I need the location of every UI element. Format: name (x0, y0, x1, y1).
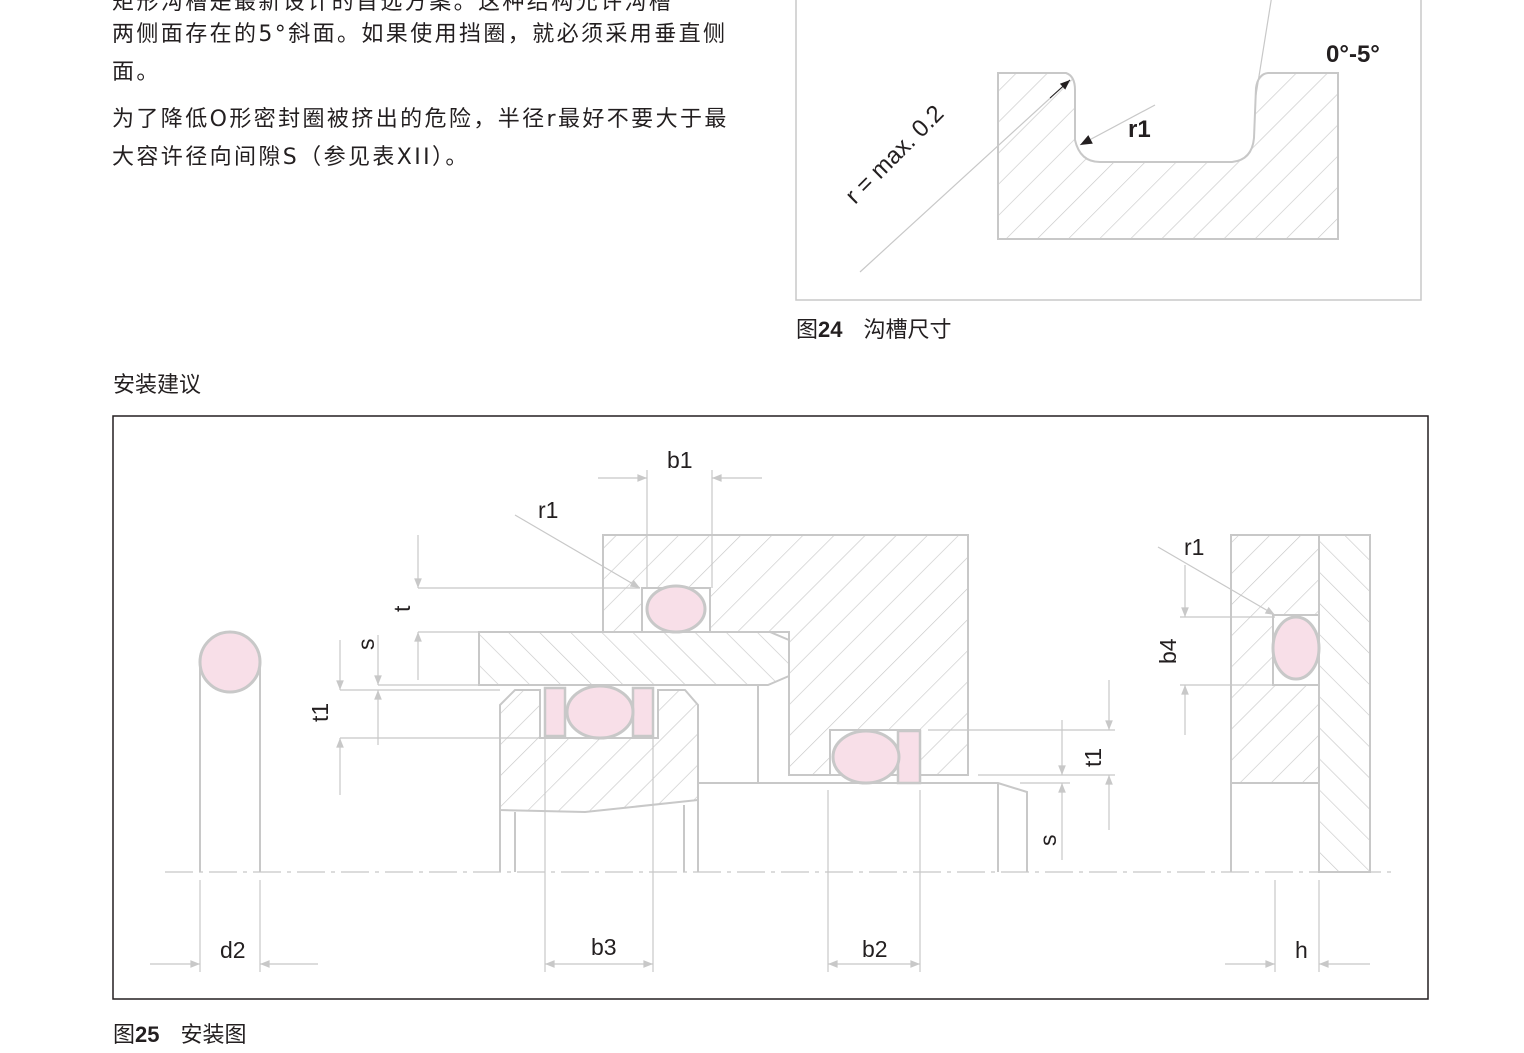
piston-section (499, 689, 699, 814)
paragraph-line-cut: 矩形沟槽是最新设计的首选方案。这种结构允许沟槽 (112, 0, 674, 15)
label-b1: b1 (667, 447, 693, 473)
label-r1-right: r1 (1184, 534, 1204, 560)
backup-ring (543, 686, 567, 738)
label-r-max: r = max. 0.2 (840, 100, 949, 209)
label-t: t (389, 605, 415, 612)
label-angle: 0°-5° (1326, 41, 1380, 68)
backup-ring (631, 686, 655, 738)
caption-number: 25 (135, 1022, 160, 1047)
seal-housing (645, 584, 707, 634)
figure-25-caption: 图25 安装图 (113, 1017, 247, 1049)
seal-shaft (831, 729, 901, 785)
oring-section (198, 630, 262, 694)
caption-prefix: 图 (113, 1023, 136, 1048)
label-h: h (1295, 937, 1308, 963)
r1-leader (514, 514, 641, 589)
label-r1-top: r1 (538, 497, 558, 523)
figure-24-frame (795, 0, 1422, 301)
label-b4: b4 (1155, 638, 1181, 664)
radius-arrow (1049, 79, 1071, 99)
label-t1-left: t1 (307, 703, 333, 722)
cover-section (1318, 534, 1371, 873)
label-b2: b2 (862, 936, 888, 962)
rod-section (478, 631, 790, 686)
figure-25-frame (112, 415, 1429, 1000)
label-s-right: s (1035, 835, 1061, 847)
label-s-left: s (353, 639, 379, 651)
figure-24-caption: 图24 沟槽尺寸 (796, 312, 952, 344)
label-r1: r1 (1128, 116, 1151, 143)
paragraph-bevel: 两侧面存在的5°斜面。如果使用挡圈，就必须采用垂直侧面。 (112, 22, 728, 85)
shaft-outline (698, 782, 1028, 872)
seal-face (1271, 615, 1321, 681)
label-t1-right: t1 (1080, 748, 1106, 767)
leader-line (859, 79, 1071, 273)
caption-number: 24 (818, 317, 843, 342)
label-b3: b3 (591, 934, 617, 960)
caption-title: 沟槽尺寸 (863, 318, 952, 343)
paragraph-extrusion: 为了降低O形密封圈被挤出的危险，半径r最好不要大于最大容许径向间隙S（参见表XI… (112, 107, 729, 170)
r1-arrow (1079, 104, 1156, 146)
caption-prefix: 图 (796, 318, 819, 343)
figure-24-groove-dimensions: r = max. 0.2 r1 0°-5° (795, 0, 1422, 301)
angle-line (1255, 0, 1272, 96)
caption-title: 安装图 (180, 1023, 247, 1048)
figure-25-labels: b1 r1 t s t1 t1 s b4 r1 d2 b3 b2 h (220, 447, 1308, 963)
section-heading: 安装建议 (113, 373, 202, 398)
groove-section (997, 72, 1339, 240)
label-d2: d2 (220, 937, 246, 963)
seal-piston (565, 684, 635, 740)
figure-25-installation (112, 415, 1429, 1000)
backup-ring (896, 729, 922, 785)
